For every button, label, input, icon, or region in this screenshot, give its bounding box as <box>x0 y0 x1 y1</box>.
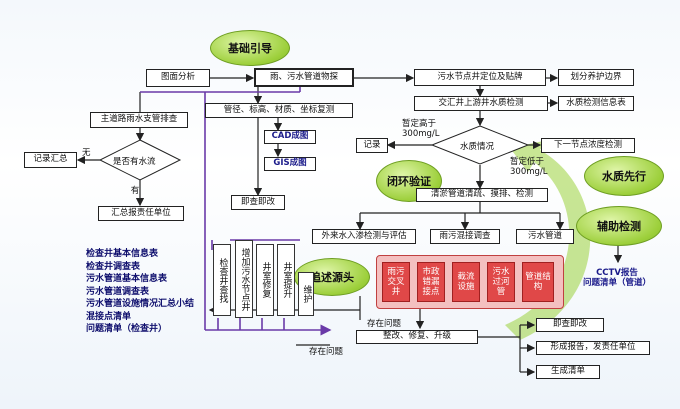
record-box: 记录 <box>356 138 388 153</box>
info-list-item: 检查井基本信息表 <box>86 249 159 259</box>
basic-guide-label: 基础引导 <box>228 42 272 55</box>
info-list-item: 污水管道调查表 <box>86 286 150 297</box>
water-first-label: 水质先行 <box>602 170 646 183</box>
rain-sewage-survey-box: 雨、污水管道物探 <box>254 68 354 87</box>
red-box-4: 管道结构 <box>522 262 554 302</box>
no-label: 无 <box>82 148 91 158</box>
form-report-box: 形成报告，发责任单位 <box>536 341 650 355</box>
vertical-box-4: 维护 <box>298 272 314 316</box>
has-water-diamond <box>98 139 182 181</box>
mix-check-box: 雨污混接调查 <box>430 229 500 244</box>
info-list-item: 污水管道设施情况汇总小结 <box>86 299 195 309</box>
red-box-3: 污水过河管 <box>487 262 515 302</box>
trace-source-label: 追述源头 <box>310 271 354 284</box>
info-list-item: 检查井调查表 <box>86 261 141 272</box>
vertical-box-2: 井室修复 <box>256 244 274 316</box>
cad-box: CAD成图 <box>264 130 316 144</box>
quality-diamond-label: 水质情况 <box>460 142 495 152</box>
next-node-test-box: 下一节点浓度检测 <box>541 138 635 153</box>
red-box-1: 市政错漏接点 <box>417 262 445 302</box>
loop-arrow <box>505 140 591 340</box>
report-unit-box: 汇总报责任单位 <box>98 206 184 221</box>
red-box-0: 雨污交叉井 <box>382 262 410 302</box>
info-list: 检查井基本信息表 检查井调查表 污水管道基本信息表 污水管道调查表 污水管道设施… <box>86 248 194 336</box>
vertical-box-3: 井室提升 <box>277 244 295 316</box>
cctv-report-label: CCTV报告 <box>596 268 638 279</box>
info-list-item: 问题清单（检查井） <box>86 324 168 334</box>
has-water-diamond-label: 是否有水流 <box>113 157 156 167</box>
main-road-check-box: 主道路雨水支管排查 <box>90 112 188 128</box>
quality-diamond <box>430 125 530 165</box>
immediate-fix-box-2: 即查即改 <box>536 318 604 332</box>
cctv-report-box: CCTV报告 问题清单（管道） <box>575 264 659 294</box>
sewage-node-locate-box: 污水节点井定位及贴牌 <box>414 69 546 86</box>
yes-label: 有 <box>130 186 140 197</box>
water-quality-table-box: 水质检测信息表 <box>558 96 634 111</box>
aux-detect-bubble: 辅助检测 <box>576 206 662 246</box>
division-boundary-box: 划分养护边界 <box>558 69 634 86</box>
pipe-survey-box: 管径、标高、材质、坐标复测 <box>205 103 353 118</box>
junction-water-test-box: 交汇井上游井水质检测 <box>414 96 548 111</box>
aux-detect-label: 辅助检测 <box>597 220 641 233</box>
below-300-label: 暂定低于 300mg/L <box>510 157 548 177</box>
rectify-box: 整改、修复、升级 <box>356 330 478 344</box>
over-300-label: 暂定高于 300mg/L <box>402 119 440 139</box>
info-list-item: 污水管道基本信息表 <box>86 274 168 284</box>
issue-list-pipe-label: 问题清单（管道） <box>582 278 651 288</box>
gen-list-box: 生成清单 <box>536 365 600 379</box>
water-first-bubble: 水质先行 <box>584 156 664 196</box>
red-box-2: 截流设施 <box>452 262 480 302</box>
sewage-pipe-box: 污水管道 <box>516 229 574 244</box>
existing-issue-label-1: 存在问题 <box>366 318 401 329</box>
vertical-box-0: 检查井查找 <box>213 244 231 316</box>
info-list-item: 混接点清单 <box>86 311 132 322</box>
record-summary-box: 记录汇总 <box>24 152 77 168</box>
immediate-fix-box-1: 即查即改 <box>231 195 285 210</box>
external-water-box: 外来水入渗检测与评估 <box>312 229 416 244</box>
closed-loop-label: 闭环验证 <box>387 175 431 188</box>
vertical-box-1: 增加污水节点井 <box>235 240 253 318</box>
drawing-analysis-box: 图面分析 <box>146 69 210 87</box>
dredge-box: 清淤管道清疏、摸排、检测 <box>416 188 548 202</box>
basic-guide-bubble: 基础引导 <box>210 30 290 66</box>
existing-issue-label-2: 存在问题 <box>308 346 343 357</box>
gis-box: GIS成图 <box>264 157 316 171</box>
